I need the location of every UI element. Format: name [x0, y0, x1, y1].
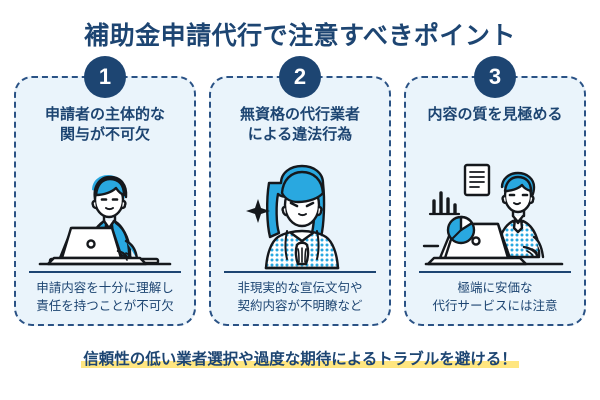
card-2: 2 無資格の代行業者 による違法行為	[209, 56, 391, 326]
card-1: 1 申請者の主体的な 関与が不可欠	[14, 56, 196, 326]
woman-with-sparkle-icon	[211, 146, 389, 271]
card-3-divider	[419, 270, 571, 273]
card-1-footer: 申請内容を十分に理解し 責任を持つことが不可欠	[36, 280, 174, 313]
cards-row: 1 申請者の主体的な 関与が不可欠	[14, 56, 586, 326]
card-2-divider	[224, 270, 376, 273]
card-1-divider	[29, 270, 181, 273]
card-2-heading: 無資格の代行業者 による違法行為	[239, 106, 360, 144]
card-3-heading: 内容の質を見極める	[427, 106, 563, 123]
card-2-footer: 非現実的な宣伝文句や 契約内容が不明瞭など	[237, 280, 363, 313]
card-2-number-badge: 2	[279, 56, 321, 98]
man-with-charts-laptop-icon	[406, 125, 584, 271]
card-1-heading: 申請者の主体的な 関与が不可欠	[44, 106, 165, 144]
bottom-banner-text: 信頼性の低い業者選択や過度な期待によるトラブルを避ける！	[81, 351, 519, 368]
businessman-at-laptop-icon	[16, 146, 194, 271]
card-3: 3 内容の質を見極める	[404, 56, 586, 326]
bottom-banner: 信頼性の低い業者選択や過度な期待によるトラブルを避ける！	[0, 348, 600, 371]
page-title: 補助金申請代行で注意すべきポイント	[84, 22, 516, 50]
card-3-number-badge: 3	[474, 56, 516, 98]
card-3-footer: 極端に安価な 代行サービスには注意	[432, 280, 558, 313]
card-1-number-badge: 1	[84, 56, 126, 98]
